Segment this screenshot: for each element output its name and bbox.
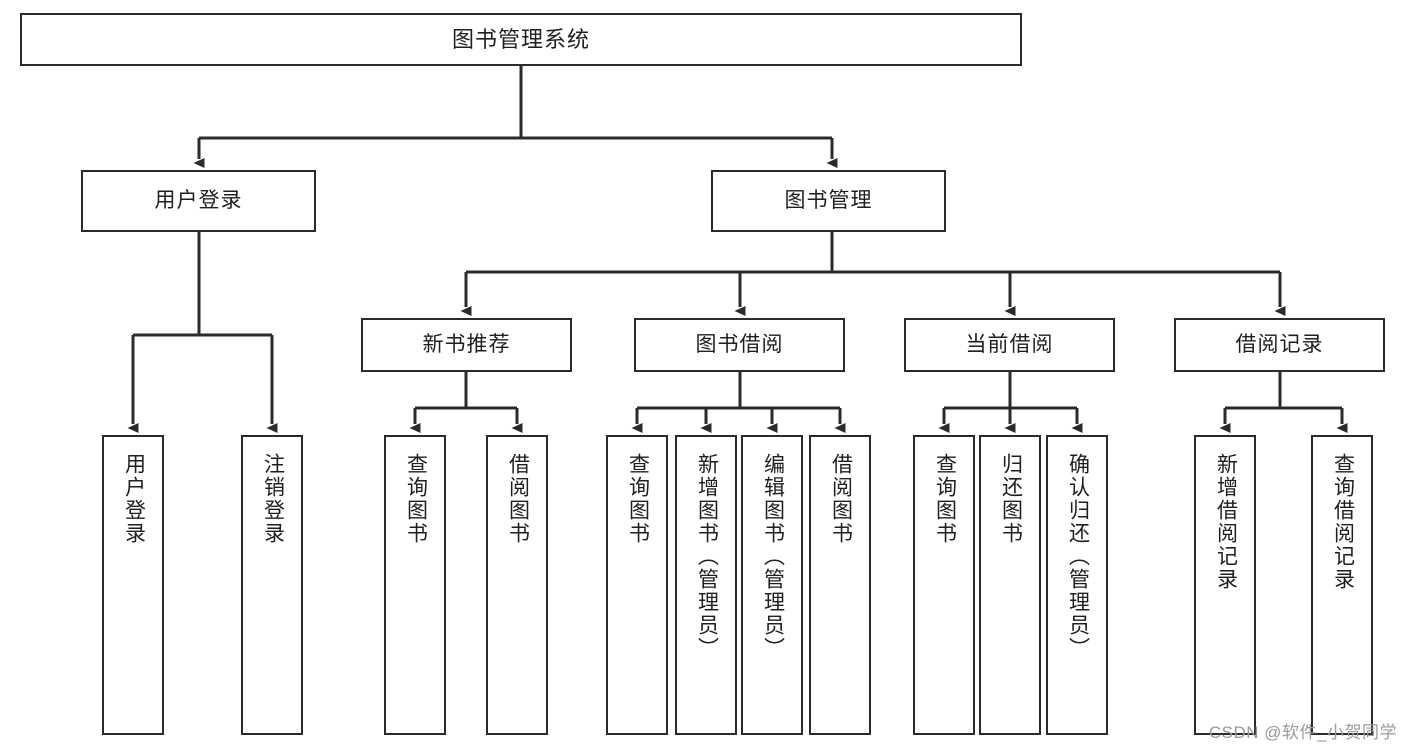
node-user-login[interactable]: 用户登录 [81,170,316,232]
leaf-add-book-admin[interactable]: 新增图书（管理员） [675,435,737,735]
node-label: 新书推荐 [422,332,511,356]
leaf-label: 借阅图书 [829,453,853,545]
leaf-label: 新增借阅记录 [1214,453,1238,591]
leaf-label: 编辑图书（管理员） [761,453,785,660]
leaf-return-book[interactable]: 归还图书 [979,435,1041,735]
node-label: 图书管理 [784,188,873,212]
csdn-watermark: CSDN @软件_小贺同学 [1208,723,1397,742]
leaf-label: 查询图书 [404,453,428,545]
node-label: 图书管理系统 [451,26,590,52]
leaf-label: 查询图书 [933,453,957,545]
leaf-label: 归还图书 [999,453,1023,545]
leaf-query-book-3[interactable]: 查询图书 [913,435,975,735]
node-label: 用户登录 [154,188,243,212]
node-book-management-system[interactable]: 图书管理系统 [20,13,1022,66]
node-label: 当前借阅 [965,332,1054,356]
node-label: 借阅记录 [1235,332,1324,356]
leaf-label: 查询借阅记录 [1331,453,1355,591]
leaf-label: 确认归还（管理员） [1066,453,1090,660]
leaf-label: 用户登录 [122,453,146,545]
node-book-borrow[interactable]: 图书借阅 [634,318,845,372]
node-borrow-record[interactable]: 借阅记录 [1174,318,1385,372]
leaf-query-book-1[interactable]: 查询图书 [384,435,446,735]
leaf-add-borrow-record[interactable]: 新增借阅记录 [1194,435,1256,735]
leaf-logout-login[interactable]: 注销登录 [241,435,303,735]
leaf-query-book-2[interactable]: 查询图书 [606,435,668,735]
leaf-label: 注销登录 [261,453,285,545]
leaf-confirm-return-admin[interactable]: 确认归还（管理员） [1046,435,1108,735]
node-new-book-recommend[interactable]: 新书推荐 [361,318,572,372]
leaf-borrow-book-2[interactable]: 借阅图书 [809,435,871,735]
node-label: 图书借阅 [695,332,784,356]
leaf-query-borrow-record[interactable]: 查询借阅记录 [1311,435,1373,735]
leaf-edit-book-admin[interactable]: 编辑图书（管理员） [741,435,803,735]
leaf-label: 新增图书（管理员） [695,453,719,660]
leaf-borrow-book-1[interactable]: 借阅图书 [486,435,548,735]
leaf-user-login[interactable]: 用户登录 [102,435,164,735]
node-current-borrow[interactable]: 当前借阅 [904,318,1115,372]
node-book-manage[interactable]: 图书管理 [711,170,946,232]
leaf-label: 查询图书 [626,453,650,545]
leaf-label: 借阅图书 [506,453,530,545]
